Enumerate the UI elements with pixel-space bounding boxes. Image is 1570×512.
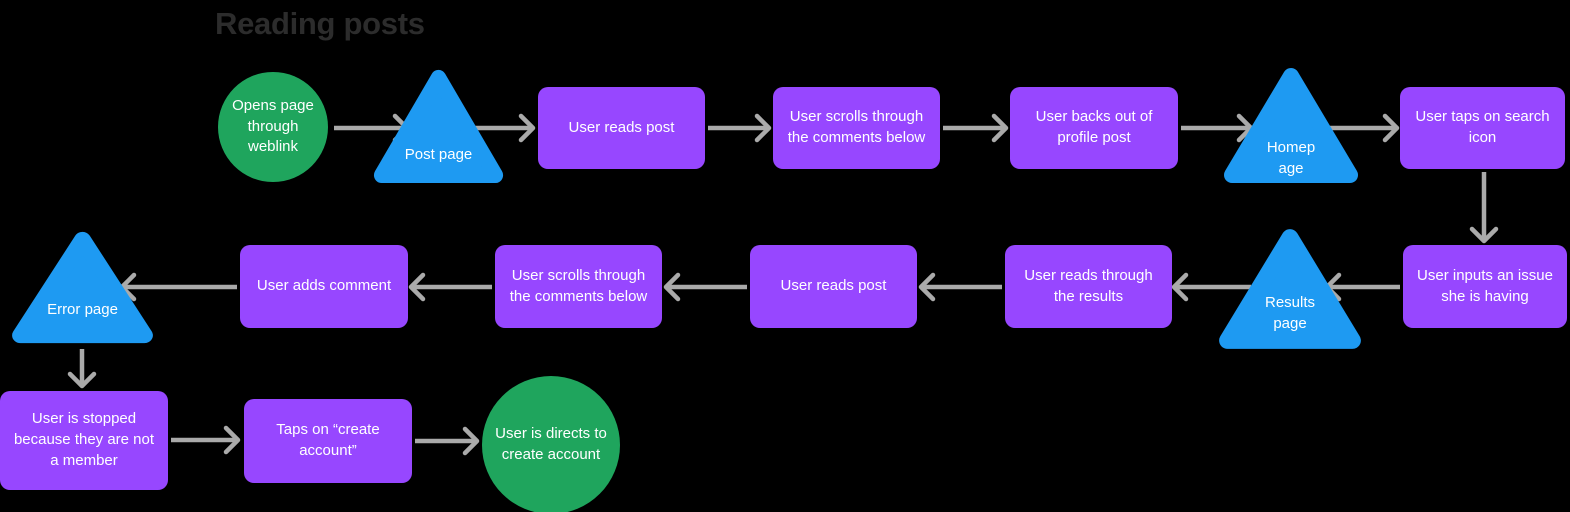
flow-node-taps-search-icon[interactable]: User taps on search icon xyxy=(1400,87,1565,169)
flow-node-homepage-triangle[interactable]: Homep age xyxy=(1222,64,1360,186)
flow-node-user-reads-post-2[interactable]: User reads post xyxy=(750,245,917,328)
node-label: User is stopped because they are not a m… xyxy=(13,410,155,469)
node-label: Results page xyxy=(1264,294,1316,332)
node-label: User taps on search icon xyxy=(1415,108,1550,146)
flow-node-taps-create-account[interactable]: Taps on “create account” xyxy=(244,399,412,483)
flow-node-stopped-not-member[interactable]: User is stopped because they are not a m… xyxy=(0,391,168,490)
flow-node-results-page-triangle[interactable]: Results page xyxy=(1217,225,1363,352)
triangle-shape xyxy=(1224,68,1358,183)
flow-node-scrolls-comments-2[interactable]: User scrolls through the comments below xyxy=(495,245,662,328)
flow-node-error-page-triangle[interactable]: Error page xyxy=(10,228,155,346)
flow-node-post-page-triangle[interactable]: Post page xyxy=(372,66,505,186)
flow-node-adds-comment[interactable]: User adds comment xyxy=(240,245,408,328)
node-label: User inputs an issue she is having xyxy=(1417,266,1553,305)
flow-node-directed-create-account-circle[interactable]: User is directs to create account xyxy=(482,376,620,512)
flow-node-user-reads-post-1[interactable]: User reads post xyxy=(538,87,705,169)
node-label: User scrolls through the comments below xyxy=(509,266,648,305)
flow-node-backs-out-profile[interactable]: User backs out of profile post xyxy=(1010,87,1178,169)
node-label: User backs out of profile post xyxy=(1035,108,1153,146)
node-label: User scrolls through the comments below xyxy=(787,108,926,146)
node-label: Opens page through weblink xyxy=(232,96,314,156)
node-label: User reads post xyxy=(780,277,887,295)
diagram-title: Reading posts xyxy=(215,6,425,41)
node-label: User is directs to create account xyxy=(495,425,607,463)
triangle-shape xyxy=(1219,229,1361,349)
node-label: Homep age xyxy=(1266,139,1316,177)
triangle-shape xyxy=(373,69,504,184)
flow-node-reads-results[interactable]: User reads through the results xyxy=(1005,245,1172,328)
triangle-shape xyxy=(12,231,153,344)
flow-node-start-circle[interactable]: Opens page through weblink xyxy=(218,72,328,182)
node-label: User reads through the results xyxy=(1024,266,1153,305)
flow-node-scrolls-comments-1[interactable]: User scrolls through the comments below xyxy=(773,87,940,169)
node-label: User reads post xyxy=(568,118,675,136)
node-label: User adds comment xyxy=(256,277,392,295)
node-label: Post page xyxy=(404,146,473,163)
node-label: Error page xyxy=(47,301,118,318)
node-label: Taps on “create account” xyxy=(276,421,380,459)
flow-node-inputs-issue[interactable]: User inputs an issue she is having xyxy=(1403,245,1567,328)
